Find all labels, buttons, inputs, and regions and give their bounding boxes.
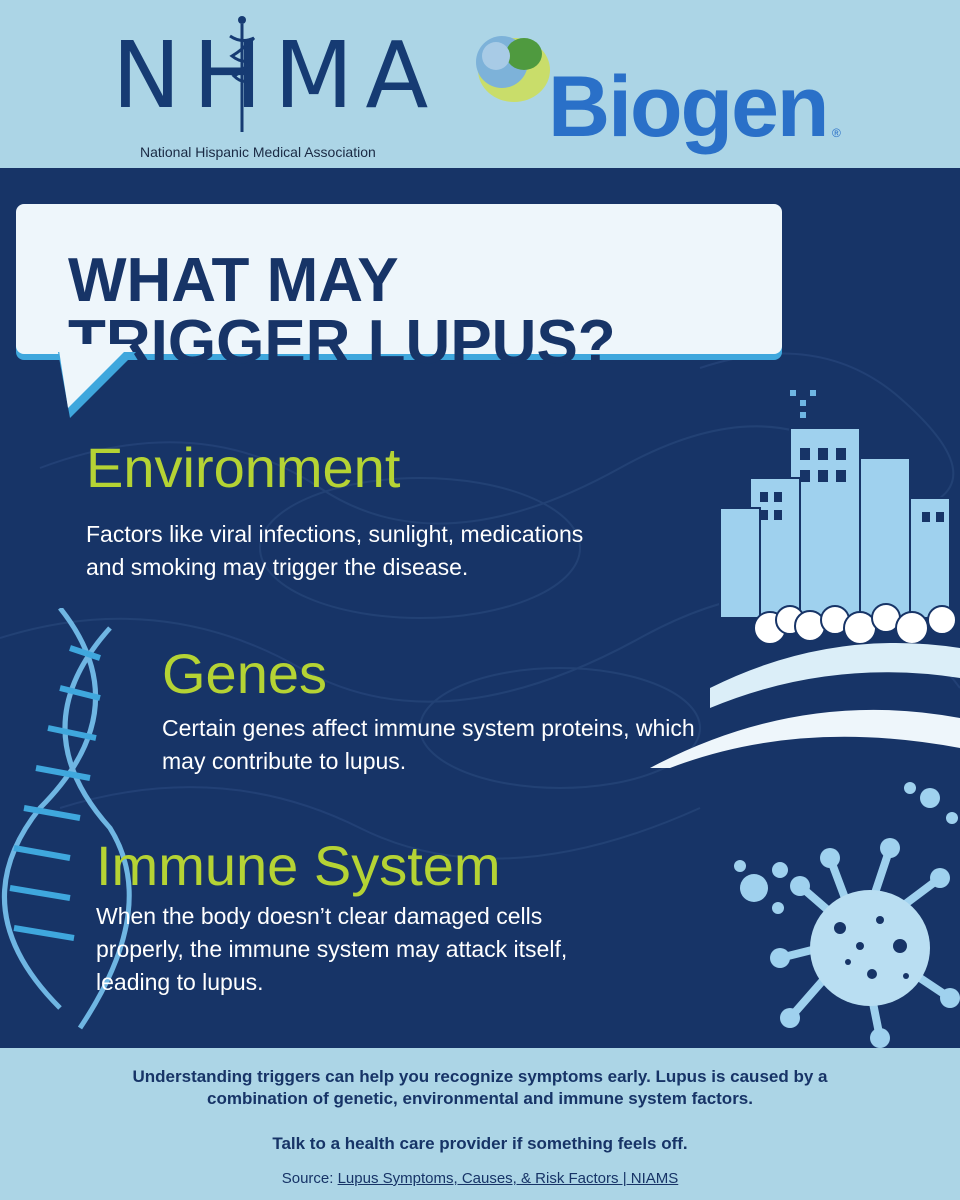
nhma-subtitle: National Hispanic Medical Association <box>140 144 376 160</box>
section-body-line: leading to lupus. <box>96 969 264 995</box>
section-body-line: Certain genes affect immune system prote… <box>162 715 695 741</box>
section-body-immune-system: When the body doesn’t clear damaged cell… <box>96 900 736 999</box>
header-banner: NHMA National Hispanic Medical Associati… <box>0 0 960 168</box>
biogen-sphere-icon <box>476 36 550 102</box>
footer-source: Source: Lupus Symptoms, Causes, & Risk F… <box>40 1170 920 1187</box>
section-body-line: Factors like viral infections, sunlight,… <box>86 521 584 547</box>
main-panel: WHAT MAY TRIGGER LUPUS? Environment Fact… <box>0 168 960 1048</box>
section-heading-immune-system: Immune System <box>96 834 501 897</box>
virus-icon <box>734 782 960 1048</box>
section-body-line: properly, the immune system may attack i… <box>96 936 568 962</box>
source-link[interactable]: Lupus Symptoms, Causes, & Risk Factors |… <box>337 1170 679 1187</box>
footer-summary-line: combination of genetic, environmental an… <box>206 1089 753 1108</box>
section-heading-genes: Genes <box>162 642 327 705</box>
section-body-line: may contribute to lupus. <box>162 748 407 774</box>
section-body-line: When the body doesn’t clear damaged cell… <box>96 903 543 929</box>
section-heading-environment: Environment <box>86 436 401 499</box>
footer-call-to-action: Talk to a health care provider if someth… <box>272 1134 688 1153</box>
title-line-2: TRIGGER LUPUS? <box>68 308 616 377</box>
source-label: Source: <box>281 1170 334 1187</box>
biogen-logo: Biogen ® <box>462 28 882 155</box>
nhma-logo-text: NHMA <box>112 22 441 129</box>
registered-mark: ® <box>832 126 841 140</box>
page-title: WHAT MAY TRIGGER LUPUS? <box>68 250 768 374</box>
caduceus-icon <box>229 16 256 132</box>
footer-summary-line: Understanding triggers can help you reco… <box>132 1067 828 1086</box>
nhma-logo: NHMA National Hispanic Medical Associati… <box>112 16 432 162</box>
section-body-line: and smoking may trigger the disease. <box>86 554 469 580</box>
title-line-1: WHAT MAY <box>68 246 399 315</box>
biogen-logo-text: Biogen <box>548 59 829 155</box>
speech-bubble-tail <box>58 344 136 418</box>
city-buildings-icon <box>650 390 960 768</box>
section-body-environment: Factors like viral infections, sunlight,… <box>86 518 726 584</box>
footer-banner: Understanding triggers can help you reco… <box>0 1048 960 1200</box>
section-body-genes: Certain genes affect immune system prote… <box>162 712 842 778</box>
dna-helix-icon <box>1 608 132 1030</box>
footer-summary: Understanding triggers can help you reco… <box>40 1066 920 1110</box>
title-speech-bubble: WHAT MAY TRIGGER LUPUS? <box>16 204 782 374</box>
